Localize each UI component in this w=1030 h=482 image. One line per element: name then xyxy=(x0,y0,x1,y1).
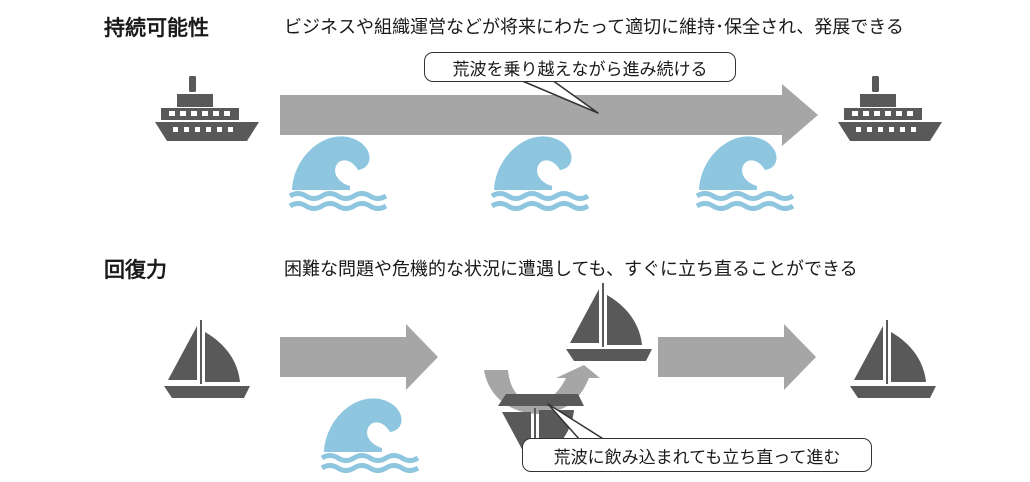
wave-icon-1 xyxy=(290,136,386,208)
callout-pointer-bottom xyxy=(547,403,606,441)
resilience-callout: 荒波に飲み込まれても立ち直って進む xyxy=(522,438,872,472)
top-long-arrow xyxy=(280,84,818,146)
wave-icon-3 xyxy=(697,136,793,208)
bottom-arrow-left xyxy=(280,324,438,390)
ship-icon-start xyxy=(155,76,259,141)
callout-pointer-top xyxy=(519,79,599,114)
sailboat-icon-righted xyxy=(566,283,652,361)
resilience-description: 困難な問題や危機的な状況に遭遇しても、すぐに立ち直ることができる xyxy=(284,259,858,280)
sustainability-description: ビジネスや組織運営などが将来にわたって適切に維持･保全され、発展できる xyxy=(284,17,904,38)
sailboat-icon-start xyxy=(164,320,250,398)
bottom-arrow-right xyxy=(658,324,816,390)
wave-icon-2 xyxy=(492,136,588,208)
u-turn-arrow-icon xyxy=(484,365,600,414)
resilience-title: 回復力 xyxy=(104,258,167,282)
wave-icon-bottom xyxy=(322,398,418,470)
sustainability-title: 持続可能性 xyxy=(104,16,209,40)
sustainability-callout: 荒波を乗り越えながら進み続ける xyxy=(424,52,736,82)
sailboat-icon-end xyxy=(850,320,936,398)
ship-icon-end xyxy=(838,76,942,141)
